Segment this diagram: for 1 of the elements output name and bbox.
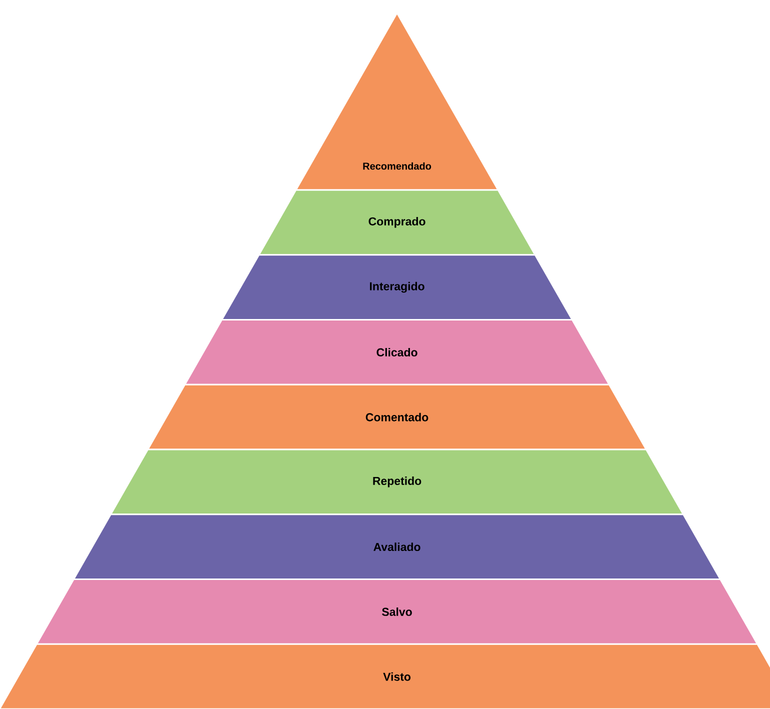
pyramid-level: Visto [0,643,770,709]
